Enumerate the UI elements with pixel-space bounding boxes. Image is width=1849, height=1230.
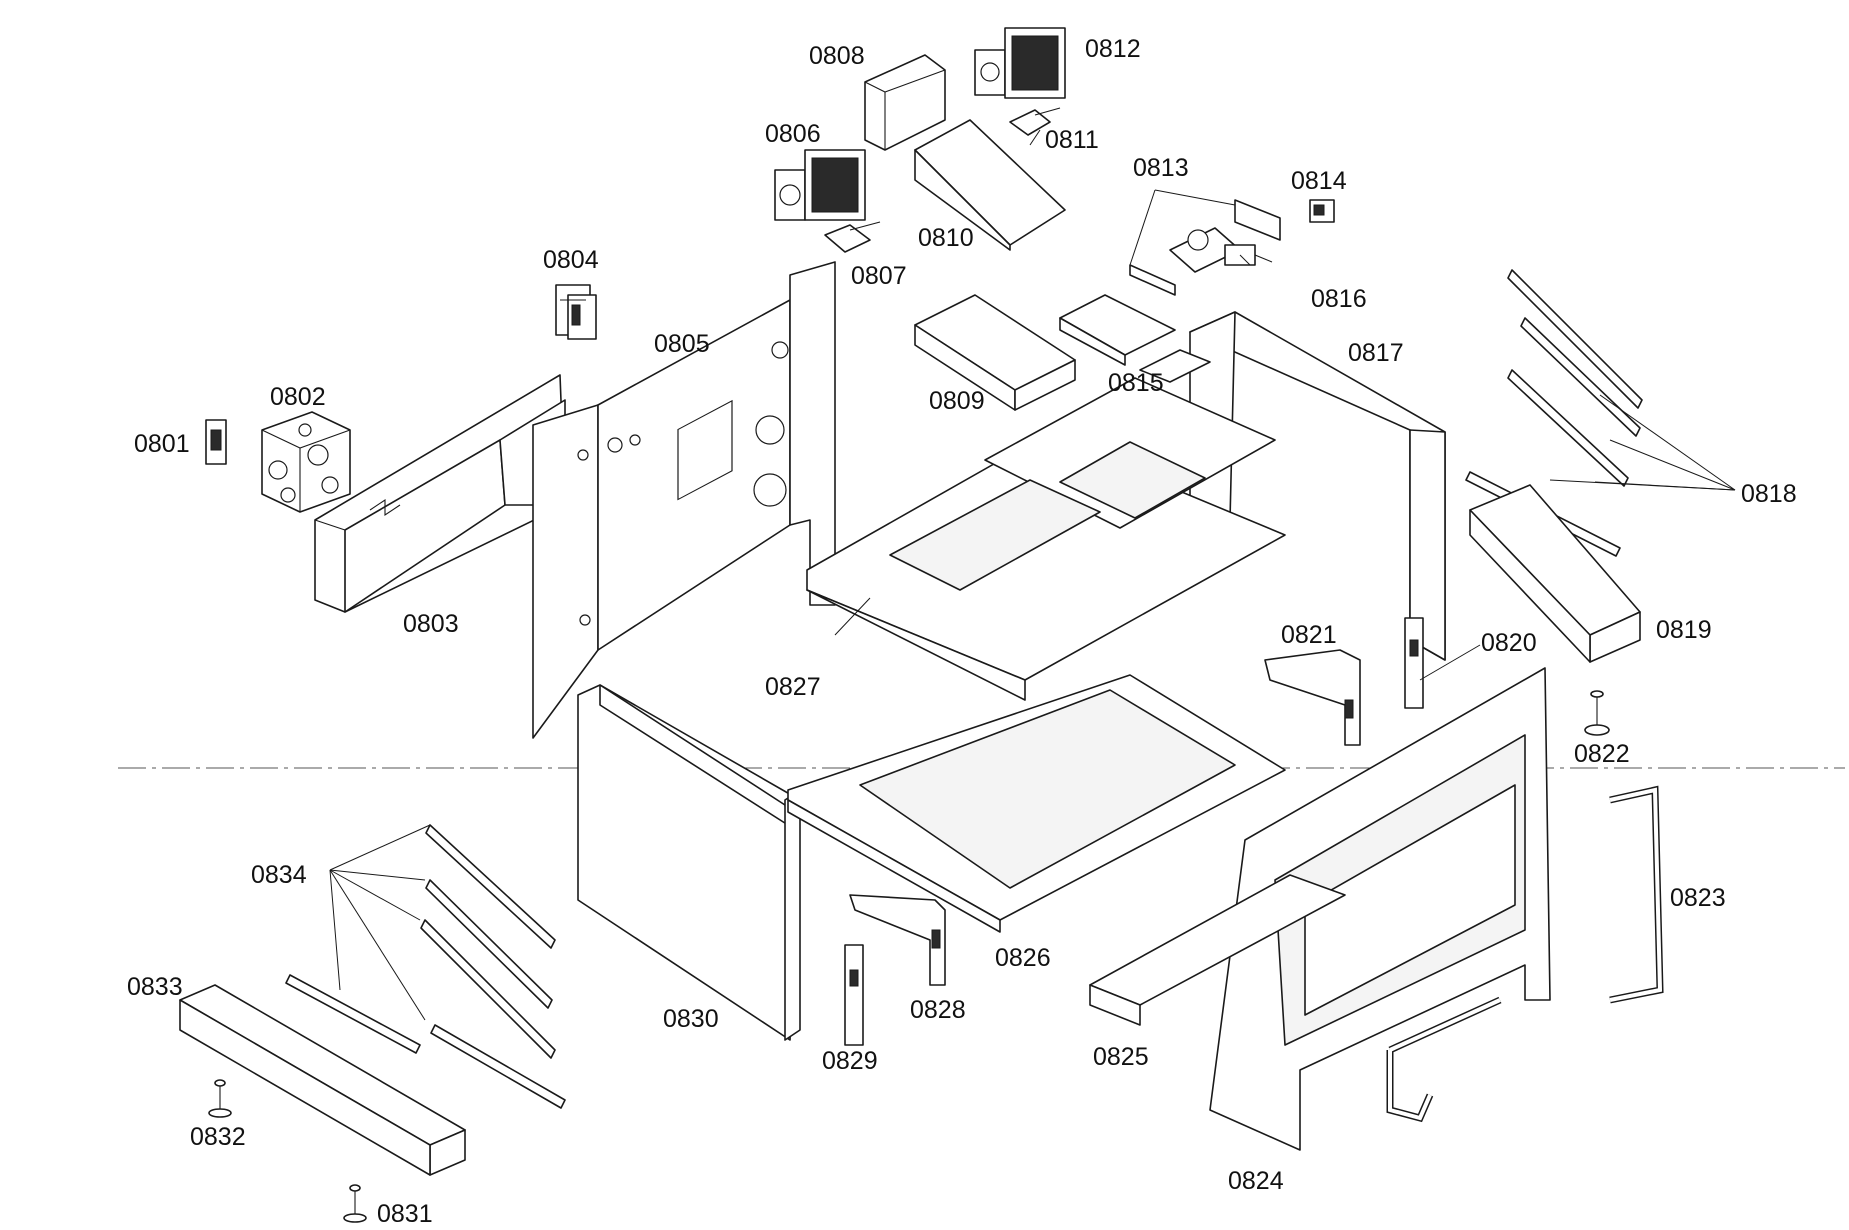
part-0825-channel	[1089, 874, 1346, 1026]
callout-0802: 0802	[270, 383, 326, 411]
callout-0812: 0812	[1085, 35, 1141, 63]
callout-0822: 0822	[1574, 740, 1630, 768]
part-0804-terminal-block	[555, 284, 597, 340]
callout-0819: 0819	[1656, 616, 1712, 644]
callout-0825: 0825	[1093, 1043, 1149, 1071]
part-0814-relay	[1309, 199, 1335, 223]
callout-0816: 0816	[1311, 285, 1367, 313]
leader-lines	[329, 129, 1736, 1021]
part-0805-control-plate	[532, 261, 836, 739]
callout-0828: 0828	[910, 996, 966, 1024]
part-0833-base-channel	[179, 984, 466, 1176]
part-0821-gusset	[1264, 649, 1361, 746]
callout-0804: 0804	[543, 246, 599, 274]
part-0801-switch	[205, 419, 227, 465]
callout-0829: 0829	[822, 1047, 878, 1075]
part-0832-leveling-foot	[208, 1079, 232, 1118]
callout-0834: 0834	[251, 861, 307, 889]
part-0820-bracket	[1404, 617, 1424, 709]
part-0812-fan-motor	[974, 27, 1066, 99]
callout-0817: 0817	[1348, 339, 1404, 367]
part-0802-junction-box	[261, 411, 351, 513]
callout-0831: 0831	[377, 1200, 433, 1228]
callout-0832: 0832	[190, 1123, 246, 1151]
part-0827-top-frame	[806, 349, 1286, 701]
part-0823-rod-handle	[1386, 785, 1664, 1123]
callout-0811: 0811	[1045, 126, 1099, 154]
callout-labels: 0801 0802 0803 0804 0805 0806 0807 0808 …	[127, 35, 1797, 1228]
callout-0821: 0821	[1281, 621, 1337, 649]
callout-0826: 0826	[995, 944, 1051, 972]
part-0822-leveling-foot	[1584, 690, 1610, 736]
part-0834-trim-rails	[285, 824, 566, 1109]
callout-0820: 0820	[1481, 629, 1537, 657]
part-0815-tray	[1059, 294, 1176, 366]
callout-0805: 0805	[654, 330, 710, 358]
callout-0818: 0818	[1741, 480, 1797, 508]
part-0816-thermostat	[1169, 227, 1273, 273]
part-0824-front-frame	[1209, 667, 1551, 1151]
part-0811-bracket	[1009, 107, 1061, 136]
callout-0803: 0803	[403, 610, 459, 638]
part-0819-base-channel	[1469, 484, 1641, 663]
part-0826-bottom-panel	[787, 674, 1286, 933]
part-0829-bracket	[844, 944, 864, 1046]
callout-0808: 0808	[809, 42, 865, 70]
callout-0807: 0807	[851, 262, 907, 290]
callout-0814: 0814	[1291, 167, 1347, 195]
part-0828-gusset	[849, 894, 946, 986]
part-0807-bracket	[824, 221, 881, 253]
part-0808-fan-shroud	[864, 54, 946, 151]
callout-0801: 0801	[134, 430, 190, 458]
part-0830-lower-side-panel	[577, 684, 801, 1041]
callout-0824: 0824	[1228, 1167, 1284, 1195]
callout-0813: 0813	[1133, 154, 1189, 182]
callout-0815: 0815	[1108, 369, 1164, 397]
part-0803-housing	[314, 374, 566, 613]
callout-0823: 0823	[1670, 884, 1726, 912]
part-0817-side-panel	[1189, 311, 1446, 661]
callout-0833: 0833	[127, 973, 183, 1001]
part-0809-duct	[914, 294, 1076, 411]
callout-0810: 0810	[918, 224, 974, 252]
callout-0830: 0830	[663, 1005, 719, 1033]
part-0810-tray	[914, 119, 1066, 251]
callout-0809: 0809	[929, 387, 985, 415]
part-0831-leveling-foot	[343, 1184, 367, 1223]
part-0813-clips	[1129, 199, 1281, 296]
part-0806-fan-motor	[774, 149, 866, 221]
callout-0806: 0806	[765, 120, 821, 148]
callout-0827: 0827	[765, 673, 821, 701]
